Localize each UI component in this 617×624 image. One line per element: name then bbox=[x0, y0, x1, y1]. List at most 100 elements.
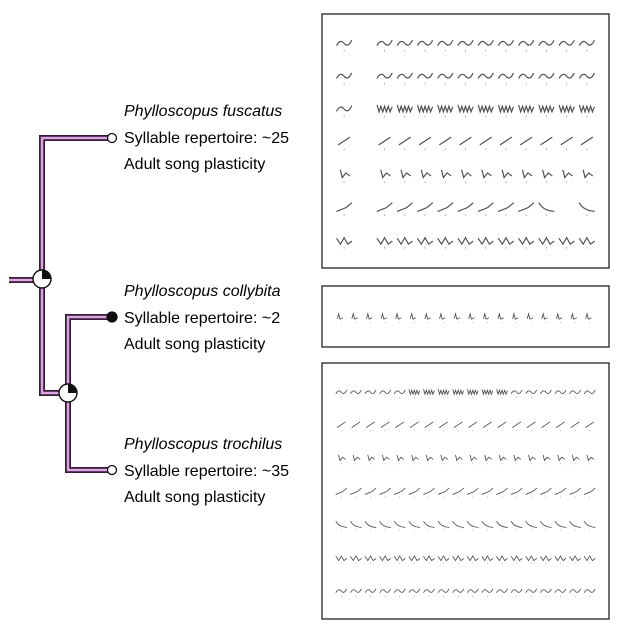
syllable-glyph bbox=[525, 588, 537, 598]
syllable-glyph bbox=[350, 487, 362, 498]
syllable-glyph bbox=[395, 421, 405, 432]
syllable-glyph bbox=[526, 421, 536, 432]
syllable-glyph bbox=[335, 487, 348, 498]
syllable-glyph bbox=[467, 388, 479, 399]
syllable-glyph bbox=[351, 312, 358, 324]
syllable-glyph bbox=[335, 521, 348, 531]
syllable-glyph bbox=[467, 555, 479, 564]
syllable-glyph bbox=[380, 169, 391, 184]
syllable-glyph bbox=[455, 454, 463, 465]
syllable-glyph bbox=[352, 454, 361, 465]
syllable-glyph bbox=[481, 521, 494, 531]
syllable-glyph bbox=[396, 72, 413, 85]
syllable-glyph bbox=[364, 588, 377, 598]
syllable-glyph bbox=[423, 521, 435, 531]
syllable-glyph bbox=[396, 104, 413, 118]
repertoire-fuscatus: Syllable repertoire: ~25 bbox=[124, 130, 289, 147]
syllable-glyph bbox=[525, 521, 537, 531]
syllable-glyph bbox=[408, 555, 421, 564]
syllable-glyph bbox=[379, 389, 391, 399]
syllable-glyph bbox=[499, 136, 513, 151]
syllable-glyph bbox=[558, 72, 575, 85]
syllable-glyph bbox=[497, 312, 504, 324]
syllable-glyph bbox=[483, 421, 492, 432]
syllable-glyph bbox=[538, 202, 555, 216]
syllable-glyph bbox=[496, 555, 508, 564]
syllable-glyph bbox=[335, 389, 348, 399]
syllable-glyph bbox=[380, 312, 387, 324]
syllable-glyph bbox=[453, 421, 463, 432]
syllable-glyph bbox=[394, 487, 406, 498]
syllable-glyph bbox=[542, 454, 551, 465]
syllable-glyph bbox=[398, 136, 411, 151]
syllable-glyph bbox=[496, 588, 508, 598]
syllable-glyph bbox=[467, 588, 479, 598]
syllable-glyph bbox=[510, 555, 523, 564]
syllable-glyph bbox=[400, 169, 411, 184]
syllable-glyph bbox=[338, 136, 351, 151]
syllable-glyph bbox=[335, 555, 348, 564]
phylogenetic-tree bbox=[9, 135, 112, 473]
syllable-glyph bbox=[556, 421, 565, 432]
syllable-glyph bbox=[558, 104, 575, 118]
syllable-glyph bbox=[477, 236, 494, 249]
syllable-glyph bbox=[437, 202, 454, 216]
syllable-glyph bbox=[417, 104, 433, 118]
syllable-glyph bbox=[437, 388, 450, 399]
syllable-glyph bbox=[569, 521, 581, 531]
syllable-glyph bbox=[560, 136, 573, 151]
syllable-glyph bbox=[538, 236, 555, 249]
spectrogram-panel-fuscatus bbox=[321, 13, 610, 269]
syllable-glyph bbox=[457, 72, 474, 85]
syllable-glyph bbox=[376, 104, 393, 118]
syllable-glyph bbox=[542, 169, 553, 184]
syllable-glyph bbox=[423, 388, 435, 399]
syllable-glyph bbox=[496, 487, 508, 498]
syllable-glyph bbox=[418, 136, 432, 151]
syllable-glyph bbox=[467, 487, 479, 498]
syllable-glyph bbox=[459, 136, 472, 151]
syllable-glyph bbox=[554, 487, 567, 498]
syllable-glyph bbox=[481, 555, 494, 564]
syllable-glyph bbox=[583, 555, 596, 564]
syllable-glyph bbox=[518, 72, 535, 85]
syllable-glyph bbox=[417, 72, 433, 85]
syllable-glyph bbox=[364, 487, 377, 498]
syllable-glyph bbox=[394, 588, 406, 598]
syllable-glyph bbox=[583, 389, 596, 399]
root-node-pie-icon bbox=[32, 269, 52, 289]
syllable-glyph bbox=[409, 312, 417, 324]
label-group-trochilus: Phylloscopus trochilus Syllable repertoi… bbox=[124, 436, 289, 506]
syllable-glyph bbox=[364, 555, 377, 564]
syllable-glyph bbox=[484, 454, 492, 465]
syllable-glyph bbox=[396, 236, 413, 249]
syllable-glyph bbox=[496, 521, 508, 531]
syllable-glyph bbox=[540, 487, 552, 498]
spectrogram-panel-trochilus bbox=[321, 362, 610, 620]
syllable-glyph bbox=[376, 236, 393, 249]
syllable-glyph bbox=[437, 521, 450, 531]
syllable-glyph bbox=[457, 104, 474, 118]
branch-collybita bbox=[65, 314, 112, 393]
syllable-glyph bbox=[376, 39, 393, 52]
syllable-glyph bbox=[420, 169, 432, 184]
syllable-glyph bbox=[510, 389, 523, 399]
syllable-glyph bbox=[569, 487, 581, 498]
syllable-glyph bbox=[335, 588, 348, 598]
syllable-glyph bbox=[336, 421, 346, 432]
syllable-glyph bbox=[583, 588, 596, 598]
syllable-glyph bbox=[366, 312, 373, 324]
syllable-glyph bbox=[528, 454, 536, 465]
syllable-glyph bbox=[540, 521, 552, 531]
syllable-glyph bbox=[521, 169, 533, 184]
syllable-glyph bbox=[382, 454, 390, 465]
species-name-fuscatus: Phylloscopus fuscatus bbox=[124, 103, 282, 120]
syllable-glyph bbox=[408, 487, 421, 498]
syllable-glyph bbox=[498, 454, 507, 465]
syllable-glyph bbox=[578, 72, 595, 85]
plasticity-trochilus: Adult song plasticity bbox=[124, 489, 265, 506]
syllable-glyph bbox=[437, 39, 454, 52]
syllable-glyph bbox=[498, 202, 514, 216]
syllable-glyph bbox=[423, 487, 435, 498]
tip-collybita-filled-circle-icon bbox=[106, 311, 118, 323]
